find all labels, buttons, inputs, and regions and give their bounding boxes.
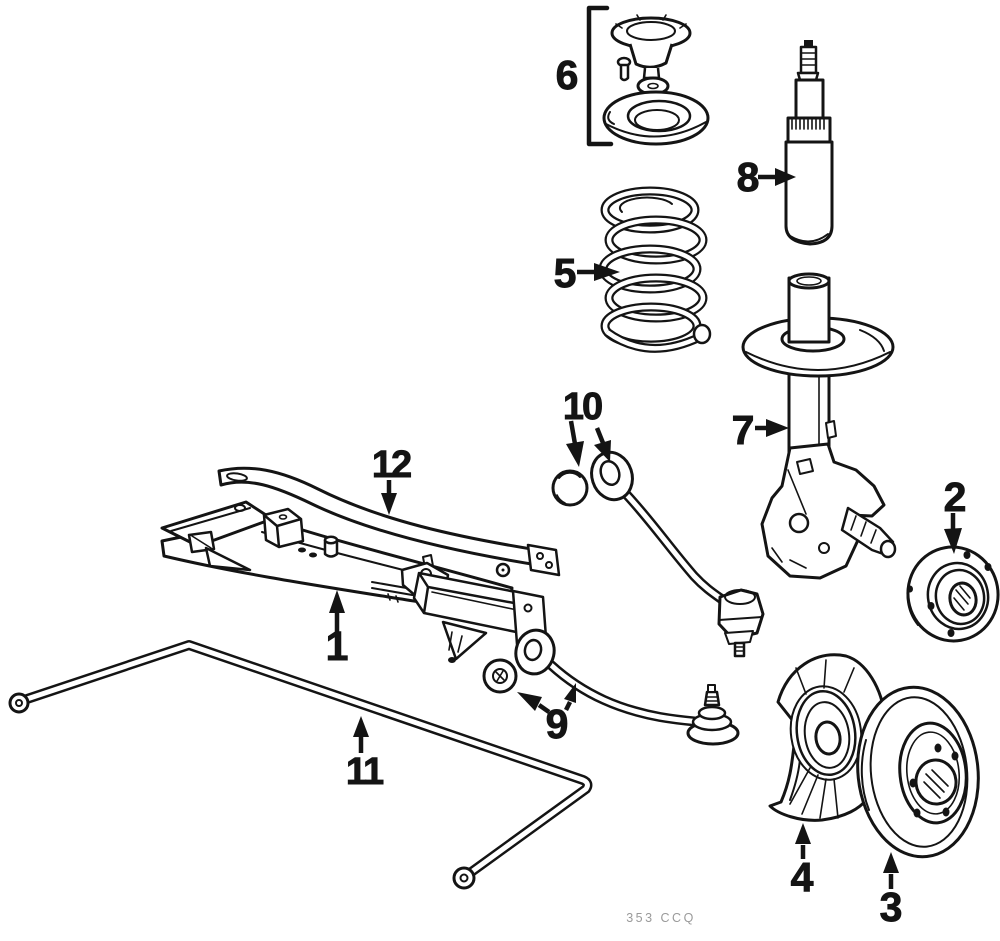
- callout-5: 5: [554, 250, 577, 296]
- arrow-7: [766, 419, 789, 437]
- callout-bracket: [586, 5, 614, 147]
- control-arm-with-bushing: [551, 450, 765, 658]
- callout-numbers: 1 2 3 4 5 6 7 8 9 10 11 12: [325, 52, 967, 931]
- crossmember-reinforcement: [217, 466, 561, 577]
- strut-cartridge: [784, 40, 834, 246]
- arrow-10b: [594, 440, 611, 462]
- arrow-11: [353, 716, 369, 737]
- callout-7: 7: [732, 407, 755, 453]
- callout-arrows: [329, 168, 962, 889]
- tension-strut-with-bushing: [482, 628, 740, 746]
- cartridge-body: [784, 140, 834, 246]
- callout-9: 9: [546, 701, 569, 747]
- arrow-5: [594, 263, 620, 281]
- wheel-hub: [906, 545, 1000, 643]
- coil-spring: [598, 186, 712, 353]
- callout-1: 1: [326, 623, 349, 669]
- arrow-9a: [517, 692, 542, 711]
- spring-end: [692, 323, 712, 345]
- callout-10: 10: [563, 386, 602, 428]
- arrow-2: [944, 528, 962, 554]
- callout-8: 8: [737, 154, 760, 200]
- strut-mount-kit: [586, 5, 710, 147]
- callout-4: 4: [791, 854, 814, 900]
- crossmember-rail: [412, 571, 532, 636]
- control-arm-ball-joint: [717, 588, 765, 658]
- callout-3: 3: [880, 884, 903, 930]
- callout-11: 11: [346, 751, 384, 793]
- callout-12: 12: [372, 444, 411, 486]
- arrow-9b: [564, 683, 576, 703]
- watermark: 353 CCQ: [626, 911, 696, 925]
- arrow-3: [883, 852, 899, 873]
- stabilizer-bar-right-eye: [452, 866, 476, 890]
- callout-6: 6: [556, 52, 579, 98]
- brake-splash-shield: [768, 653, 888, 822]
- front-crossmember: [160, 500, 549, 663]
- stabilizer-bar-left-eye: [8, 692, 30, 714]
- steering-knuckle: [760, 442, 897, 580]
- stabilizer-bar: [8, 640, 593, 890]
- callout-2: 2: [944, 474, 967, 520]
- tension-strut-ball-joint: [686, 684, 740, 746]
- arrow-4: [795, 823, 811, 844]
- control-arm-bushing: [551, 469, 589, 507]
- arrow-10a: [566, 441, 584, 467]
- arrow-12: [381, 493, 397, 515]
- engine-mount-block: [262, 507, 305, 549]
- strut-housing: [741, 272, 897, 580]
- arrow-1: [329, 590, 345, 613]
- arrow-8: [775, 168, 796, 186]
- brake-rotor: [856, 685, 980, 859]
